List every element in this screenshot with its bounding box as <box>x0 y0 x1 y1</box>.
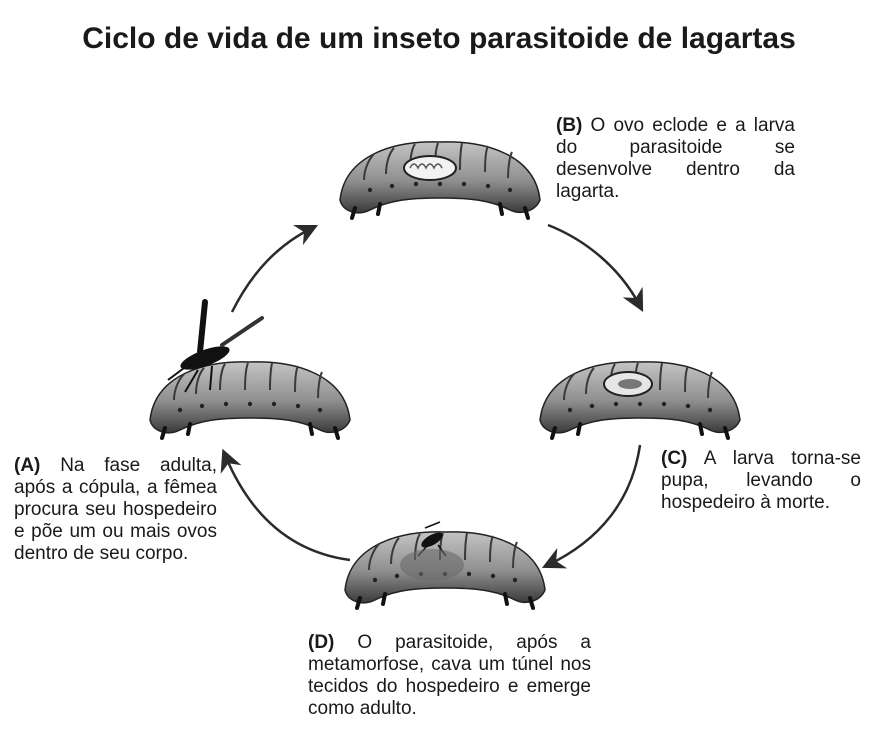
stage-a-caption: (A) Na fase adulta, após a cópula, a fêm… <box>14 455 217 565</box>
stage-d-label: (D) <box>308 632 335 653</box>
stage-a-text: Na fase adulta, após a cópula, a fêmea p… <box>14 455 218 564</box>
stage-a-label: (A) <box>14 455 41 476</box>
larva-icon <box>403 155 457 181</box>
stage-c-text: A larva torna-se pupa, levando o hospede… <box>661 448 861 513</box>
cycle-arrow-icon <box>541 444 642 569</box>
cycle-arrow-icon <box>220 448 351 562</box>
stage-c-caption: (C) A larva torna-se pupa, levando o hos… <box>661 448 861 514</box>
cycle-arrow-icon <box>547 223 644 312</box>
stage-c-label: (C) <box>661 448 688 469</box>
stage-d-caption: (D) O parasitoide, após a metamorfose, c… <box>308 632 591 720</box>
wasp-icon <box>400 521 464 581</box>
wasp-icon <box>167 299 264 393</box>
pupa-icon <box>603 371 653 397</box>
stage-d-text: O parasitoide, após a metamorfose, cava … <box>308 632 591 719</box>
stage-b-text: O ovo eclode e a larva do parasitoide se… <box>556 115 795 202</box>
diagram-title: Ciclo de vida de um inseto parasitoide d… <box>82 22 796 55</box>
cycle-arrow-icon <box>230 224 319 313</box>
stage-b-caption: (B) O ovo eclode e a larva do parasitoid… <box>556 115 795 203</box>
caterpillar-icon <box>148 359 352 440</box>
stage-b-label: (B) <box>556 115 583 136</box>
